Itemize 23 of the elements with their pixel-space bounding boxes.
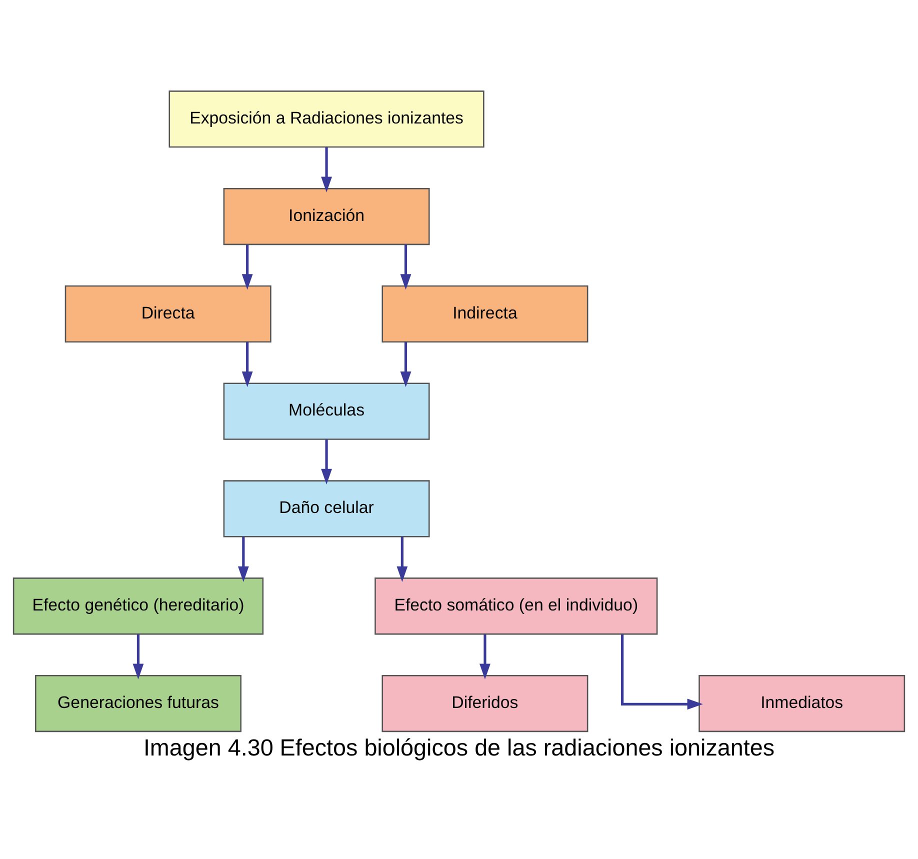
node-box: Diferidos [382, 674, 588, 732]
node-box: Directa [64, 285, 272, 342]
node-box: Exposición a Radiaciones ionizantes [168, 90, 484, 148]
arrow [321, 147, 332, 192]
arrow [238, 536, 249, 582]
node-box: Inmediatos [698, 674, 906, 732]
node-box: Efecto somático (en el individuo) [374, 578, 658, 635]
node-box: Generaciones futuras [34, 674, 242, 732]
arrow [242, 342, 253, 388]
node-box: Ionización [223, 188, 430, 246]
arrow [400, 244, 412, 290]
arrow [400, 342, 412, 388]
arrow [396, 536, 408, 582]
node-box: Indirecta [382, 285, 588, 342]
node-box: Daño celular [223, 480, 430, 538]
arrow [242, 244, 253, 290]
node-box: Efecto genético (hereditario) [12, 578, 264, 635]
arrow [621, 634, 703, 710]
node-box: Moléculas [223, 382, 430, 440]
arrow [321, 439, 332, 485]
arrow [132, 634, 144, 680]
arrow [480, 634, 490, 680]
caption: Imagen 4.30 Efectos biológicos de las radiaciones ionizantes [143, 734, 775, 760]
